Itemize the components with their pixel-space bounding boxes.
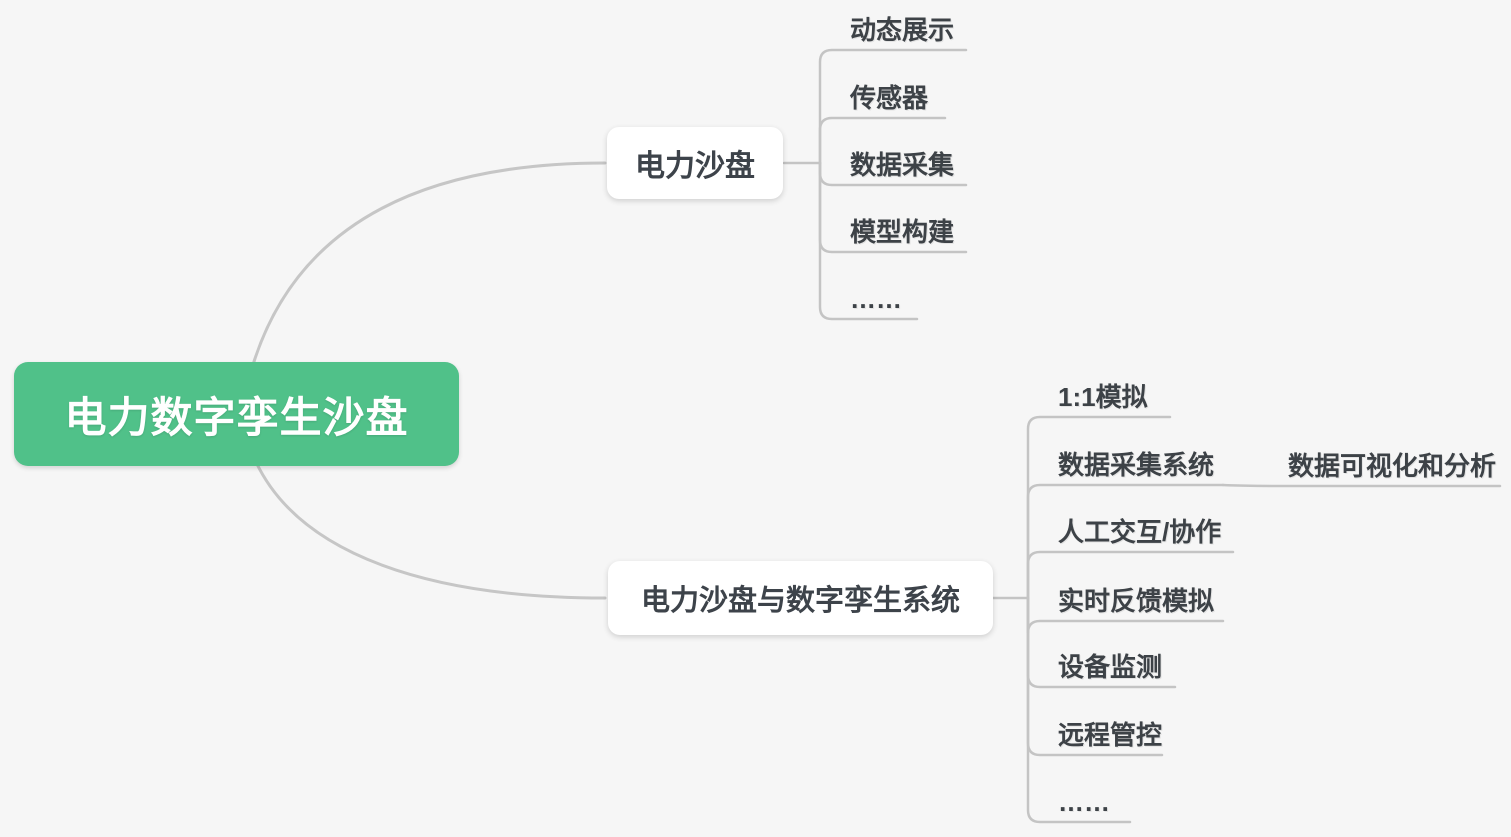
subtopic-ellipsis-2[interactable]: …… bbox=[1058, 787, 1110, 817]
main-topic-sandbox-digital-twin[interactable]: 电力沙盘与数字孪生系统 bbox=[608, 561, 993, 635]
main-topic-label: 电力沙盘与数字孪生系统 bbox=[640, 585, 960, 617]
subtopic-data-visualization-analysis[interactable]: 数据可视化和分析 bbox=[1288, 451, 1497, 481]
main-topic-power-sandbox[interactable]: 电力沙盘 bbox=[607, 127, 783, 199]
subtopic-sensor[interactable]: 传感器 bbox=[850, 83, 929, 113]
subtopic-ellipsis-1[interactable]: …… bbox=[850, 284, 902, 314]
subtopic-data-collection-system[interactable]: 数据采集系统 bbox=[1058, 450, 1215, 480]
subtopic-device-monitoring[interactable]: 设备监测 bbox=[1058, 652, 1163, 682]
subtopic-model-building[interactable]: 模型构建 bbox=[850, 217, 955, 247]
connector-grandchild-datavis bbox=[1221, 483, 1502, 488]
subtopic-realtime-feedback[interactable]: 实时反馈模拟 bbox=[1058, 586, 1215, 616]
subtopic-1to1-simulation[interactable]: 1:1模拟 bbox=[1058, 382, 1148, 412]
central-topic[interactable]: 电力数字孪生沙盘 bbox=[14, 362, 459, 466]
subtopic-human-interaction[interactable]: 人工交互/协作 bbox=[1058, 517, 1222, 547]
central-topic-label: 电力数字孪生沙盘 bbox=[64, 393, 409, 441]
subtopic-remote-control[interactable]: 远程管控 bbox=[1058, 720, 1163, 750]
subtopic-data-collection[interactable]: 数据采集 bbox=[850, 150, 955, 180]
subtopic-dynamic-display[interactable]: 动态展示 bbox=[850, 15, 955, 45]
main-topic-label: 电力沙盘 bbox=[635, 150, 755, 183]
connector-branch2-child1 bbox=[1026, 415, 1172, 600]
connector-root-to-branch1 bbox=[250, 161, 607, 370]
connector-root-to-branch2 bbox=[254, 460, 607, 600]
